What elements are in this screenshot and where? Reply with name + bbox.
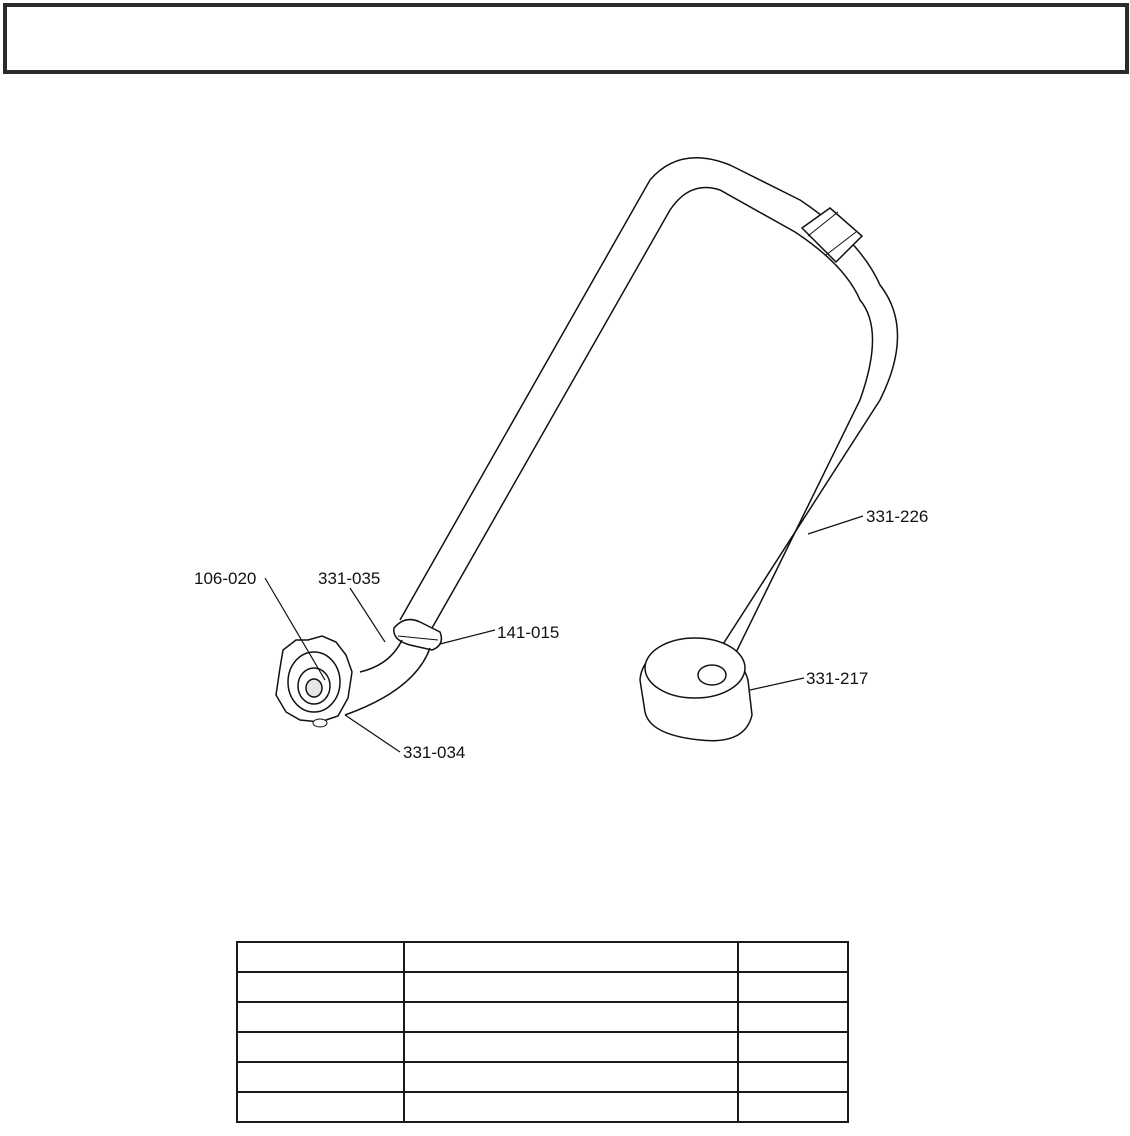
table-cell bbox=[737, 1001, 849, 1033]
callout-331-217: 331-217 bbox=[806, 669, 868, 688]
table-cell bbox=[737, 1091, 849, 1123]
parts-table bbox=[236, 941, 849, 1123]
hose-clamp bbox=[393, 618, 443, 651]
table-cell bbox=[236, 971, 405, 1003]
table-cell bbox=[403, 1001, 739, 1033]
table-cell bbox=[403, 1031, 739, 1063]
leader-106-020 bbox=[264, 577, 326, 681]
table-cell bbox=[236, 1091, 405, 1123]
table-cell bbox=[403, 941, 739, 973]
header-box bbox=[3, 3, 1129, 74]
table-row bbox=[236, 941, 849, 973]
table-row bbox=[236, 1031, 849, 1063]
table-cell bbox=[737, 971, 849, 1003]
table-cell bbox=[403, 1091, 739, 1123]
table-row bbox=[236, 1091, 849, 1123]
table-cell bbox=[737, 941, 849, 973]
parts-diagram: 106-020 331-035 141-015 331-034 331-226 … bbox=[194, 157, 928, 762]
callout-331-034: 331-034 bbox=[403, 743, 465, 762]
table-cell bbox=[403, 1061, 739, 1093]
hose-nut bbox=[275, 635, 353, 728]
leader-331-217 bbox=[749, 677, 805, 691]
leader-331-226 bbox=[807, 515, 864, 535]
table-cell bbox=[403, 971, 739, 1003]
hose-elbow bbox=[344, 639, 431, 716]
callout-141-015: 141-015 bbox=[497, 623, 559, 642]
hose-inner-outline bbox=[431, 186, 874, 686]
table-cell bbox=[236, 1001, 405, 1033]
leader-141-015 bbox=[439, 629, 496, 645]
leader-331-034 bbox=[344, 714, 401, 753]
table-row bbox=[236, 1001, 849, 1033]
callout-331-226: 331-226 bbox=[866, 507, 928, 526]
table-cell bbox=[737, 1061, 849, 1093]
leader-331-035 bbox=[349, 587, 386, 643]
table-row bbox=[236, 971, 849, 1003]
table-cell bbox=[236, 941, 405, 973]
table-cell bbox=[236, 1061, 405, 1093]
callout-106-020: 106-020 bbox=[194, 569, 256, 588]
callout-331-035: 331-035 bbox=[318, 569, 380, 588]
hose-coupling bbox=[800, 207, 864, 264]
table-cell bbox=[236, 1031, 405, 1063]
table-row bbox=[236, 1061, 849, 1093]
table-cell bbox=[737, 1031, 849, 1063]
hose-weight bbox=[639, 637, 753, 742]
